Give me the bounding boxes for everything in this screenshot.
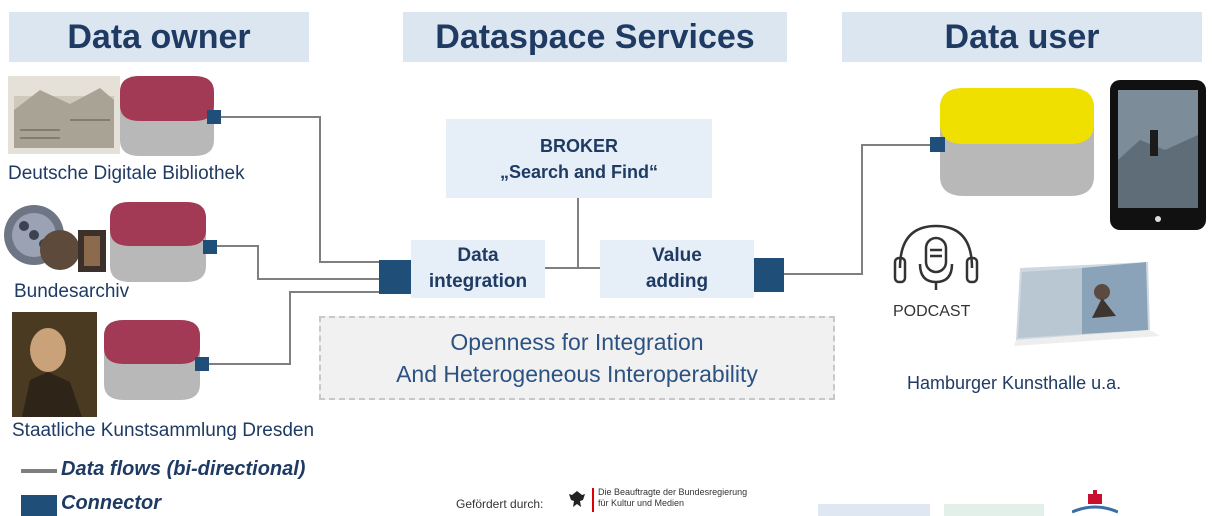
connector-bundesarchiv xyxy=(203,240,217,254)
partner-logo-hamburg xyxy=(1072,490,1118,516)
connector-user xyxy=(930,137,945,152)
ministry-line1: Die Beauftragte der Bundesregierung xyxy=(598,487,748,497)
book-image xyxy=(1014,262,1160,346)
source-label-dresden: Staatliche Kunstsammlung Dresden xyxy=(12,420,315,441)
broker-subtitle: „Search and Find“ xyxy=(499,161,659,182)
value-adding-line1: Value xyxy=(652,245,702,266)
flow-line-ddb xyxy=(214,116,382,263)
database-dresden xyxy=(104,320,200,400)
partner-logo-fraunhofer xyxy=(944,504,1044,516)
flow-line-bundesarchiv xyxy=(208,245,382,280)
openness-line1: Openness for Integration xyxy=(450,329,704,355)
database-user xyxy=(940,88,1094,196)
tablet-image xyxy=(1110,80,1206,230)
connector-ddb xyxy=(207,110,221,124)
openness-line2: And Heterogeneous Interoperability xyxy=(396,361,758,387)
legend-flow-line-swatch xyxy=(21,469,57,473)
database-bundesarchiv xyxy=(110,202,206,282)
data-integration-box: Data integration xyxy=(411,240,545,298)
partner-logo-acatech xyxy=(818,504,930,516)
podcast-label: PODCAST xyxy=(893,303,971,320)
header-dataspace-services: Dataspace Services xyxy=(403,12,787,62)
image-film-reels xyxy=(4,205,106,272)
ministry-line2: für Kultur und Medien xyxy=(598,498,685,508)
data-integration-line1: Data xyxy=(457,245,499,266)
funded-by-label: Gefördert durch: xyxy=(456,497,544,511)
connector-value-adding xyxy=(754,258,784,292)
database-ddb xyxy=(120,76,214,156)
legend-connector-swatch xyxy=(21,495,57,516)
podcast-icon xyxy=(893,224,979,290)
header-data-owner: Data owner xyxy=(9,12,309,62)
broker-box: BROKER „Search and Find“ xyxy=(446,119,712,198)
legend-flows: Data flows (bi-directional) xyxy=(61,458,306,480)
legend-connector: Connector xyxy=(61,492,161,514)
footer-divider xyxy=(592,488,594,512)
data-integration-line2: integration xyxy=(428,271,528,292)
source-label-ddb: Deutsche Digitale Bibliothek xyxy=(8,163,245,184)
federal-eagle-icon xyxy=(566,488,588,510)
user-label: Hamburger Kunsthalle u.a. xyxy=(907,373,1122,393)
flow-line-user xyxy=(784,144,936,275)
image-ddb xyxy=(8,76,120,154)
value-adding-line2: adding xyxy=(645,271,709,292)
flow-line-dresden xyxy=(200,291,382,365)
openness-box: Openness for Integration And Heterogeneo… xyxy=(319,316,835,400)
broker-title: BROKER xyxy=(539,135,618,156)
image-portrait-dresden xyxy=(12,312,97,417)
connector-dresden xyxy=(195,357,209,371)
connector-integration xyxy=(379,260,411,294)
header-data-user: Data user xyxy=(842,12,1202,62)
source-label-bundesarchiv: Bundesarchiv xyxy=(14,281,130,302)
ministry-text: Die Beauftragte der Bundesregierung für … xyxy=(598,487,747,509)
value-adding-box: Value adding xyxy=(600,240,754,298)
data-flow-lines xyxy=(200,116,936,365)
